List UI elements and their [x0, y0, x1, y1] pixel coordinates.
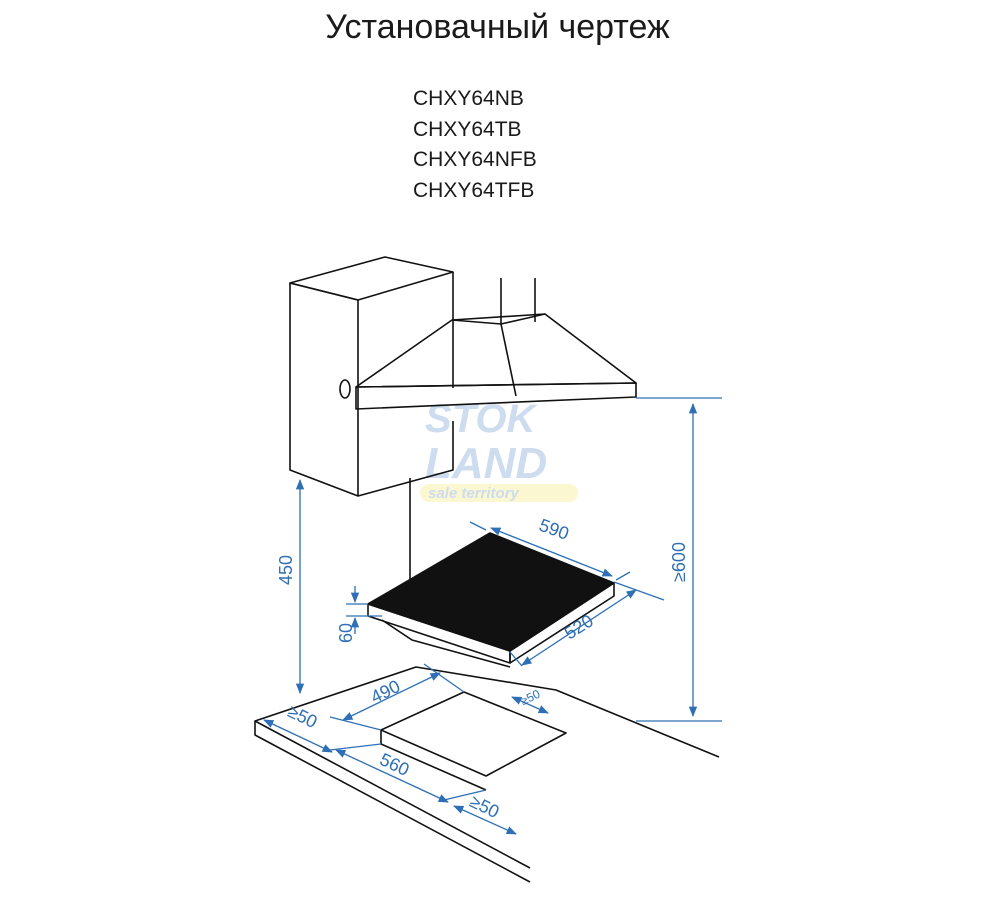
model-item: CHXY64TB	[413, 117, 522, 141]
model-item: CHXY64NFB	[413, 148, 537, 171]
dim-hob-thickness: 60	[336, 623, 356, 643]
watermark-line-3: sale territory	[428, 485, 520, 502]
page-title: Установачный чертеж	[325, 8, 670, 46]
watermark: STOK LAND sale territory	[420, 397, 578, 502]
dim-clearance-front: ≥50	[467, 791, 503, 822]
dim-clearance-left: ≥50	[285, 701, 321, 732]
cabinet-knob	[339, 379, 351, 399]
dim-cutout-width: 560	[377, 749, 413, 780]
model-item: CHXY64NB	[413, 87, 524, 110]
dim-hob-width: 590	[537, 515, 572, 544]
countertop	[254, 666, 720, 883]
model-item: CHXY64TFB	[413, 178, 535, 202]
wall-cabinet	[289, 256, 454, 497]
extractor-hood	[355, 278, 637, 410]
dim-cabinet-height: 450	[276, 555, 296, 585]
watermark-line-2: LAND	[425, 439, 547, 488]
dim-hob-depth: 520	[561, 610, 597, 643]
watermark-band	[420, 484, 578, 502]
model-list: CHXY64NB CHXY64TB CHXY64NFB CHXY64TFB	[413, 84, 537, 206]
dim-clearance-back: ≥50	[518, 687, 542, 708]
dim-hood-height: ≥600	[669, 542, 689, 582]
cooktop	[367, 532, 615, 668]
